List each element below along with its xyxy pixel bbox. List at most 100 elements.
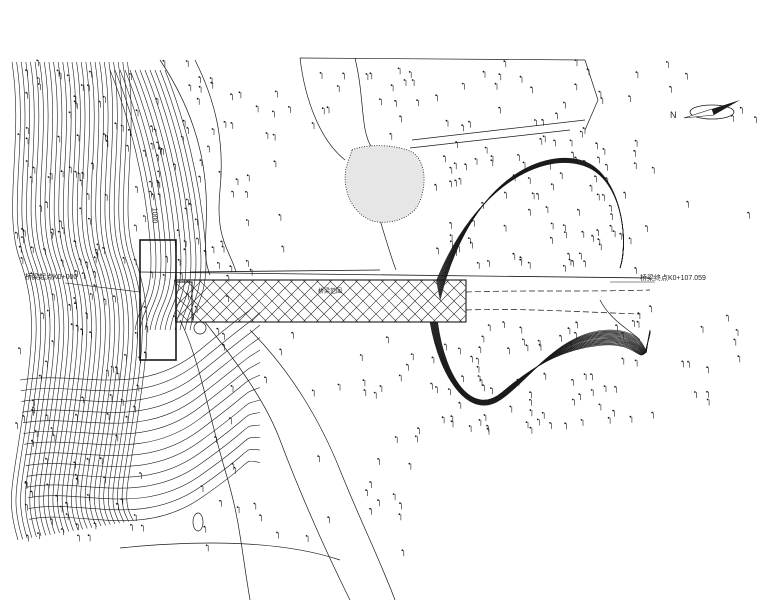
spot-height (594, 175, 596, 178)
spot-height (198, 175, 201, 178)
terrain-line (411, 119, 586, 141)
spot-height (104, 193, 107, 196)
start-label-leader (64, 282, 141, 293)
spot-height (31, 408, 34, 411)
contour-line (29, 61, 51, 538)
spot-height (596, 193, 599, 196)
spot-height (436, 247, 438, 250)
spot-height (454, 249, 456, 251)
spot-height (76, 523, 78, 526)
spot-height (457, 245, 459, 248)
spot-height (89, 70, 91, 73)
spot-height (461, 375, 463, 377)
spot-height (490, 155, 493, 158)
spot-height (214, 436, 216, 438)
spot-height (173, 163, 176, 166)
spot-height (65, 501, 67, 504)
spot-height (203, 250, 206, 252)
spot-height (476, 261, 479, 264)
spot-height (103, 298, 106, 301)
end-label: 桥梁终点K0+107.059 (640, 275, 706, 282)
terrain-marker (192, 512, 204, 532)
spot-height (498, 73, 501, 75)
spot-height (635, 71, 638, 73)
spot-height (619, 232, 622, 235)
spot-height (81, 171, 84, 174)
spot-height (597, 238, 600, 241)
spot-height (265, 132, 268, 134)
spot-height (621, 357, 624, 360)
spot-height (45, 360, 47, 363)
spot-height (519, 258, 522, 261)
spot-height (86, 457, 89, 460)
spot-height (474, 158, 477, 160)
spot-height (102, 95, 105, 98)
spot-height (188, 202, 191, 205)
spot-height (449, 240, 452, 243)
spot-height (733, 338, 736, 341)
spot-height (93, 256, 96, 259)
spot-height (188, 84, 191, 86)
spot-height (583, 159, 585, 162)
spot-height (106, 369, 108, 372)
spot-height (143, 351, 146, 354)
spot-height (685, 72, 687, 75)
spot-height (155, 97, 158, 100)
spot-height (274, 90, 277, 93)
spot-height (578, 252, 581, 255)
spot-height (45, 457, 47, 460)
spot-height (327, 516, 330, 519)
spot-height (681, 360, 684, 363)
contour-line (71, 61, 92, 531)
spot-height (87, 494, 89, 496)
spot-height (754, 116, 756, 118)
spot-height (449, 234, 452, 237)
spot-height (17, 133, 20, 136)
contour-line (27, 437, 261, 500)
contour-line (164, 69, 207, 331)
contour-line (38, 61, 60, 536)
spot-height (455, 141, 457, 143)
spot-height (236, 506, 239, 508)
spot-height (536, 418, 539, 421)
spot-height (737, 355, 740, 358)
spot-height (157, 193, 160, 195)
hatch-line (276, 279, 320, 323)
spot-height (150, 271, 153, 274)
hatch-line (406, 279, 450, 323)
spot-height (545, 206, 548, 208)
spot-height (621, 332, 624, 334)
spot-height (665, 61, 668, 63)
spot-height (669, 85, 671, 88)
spot-height (93, 522, 96, 524)
spot-height (59, 220, 61, 223)
spot-height (68, 166, 71, 169)
hatch-line (328, 279, 372, 323)
terrain-line (204, 321, 351, 601)
spot-height (319, 72, 322, 74)
spot-height (96, 243, 99, 246)
spot-height (61, 227, 64, 229)
spot-height (482, 384, 484, 387)
spot-height (60, 528, 63, 530)
spot-height (231, 190, 234, 193)
spot-height (57, 230, 60, 233)
spot-height (184, 207, 187, 210)
hatch-line (198, 279, 242, 323)
spot-height (138, 356, 141, 359)
spot-height (614, 385, 616, 388)
spot-height (504, 191, 506, 194)
spot-height (636, 320, 639, 323)
contour-line (28, 449, 261, 511)
spot-height (89, 293, 92, 295)
spot-height (120, 398, 123, 401)
spot-height (43, 248, 45, 250)
spot-height (590, 373, 592, 376)
terrain-line (599, 299, 641, 341)
spot-height (401, 549, 404, 552)
spot-height (80, 84, 83, 86)
spot-height (127, 129, 130, 131)
spot-height (149, 180, 151, 183)
spot-height (359, 354, 362, 356)
spot-height (226, 274, 229, 277)
